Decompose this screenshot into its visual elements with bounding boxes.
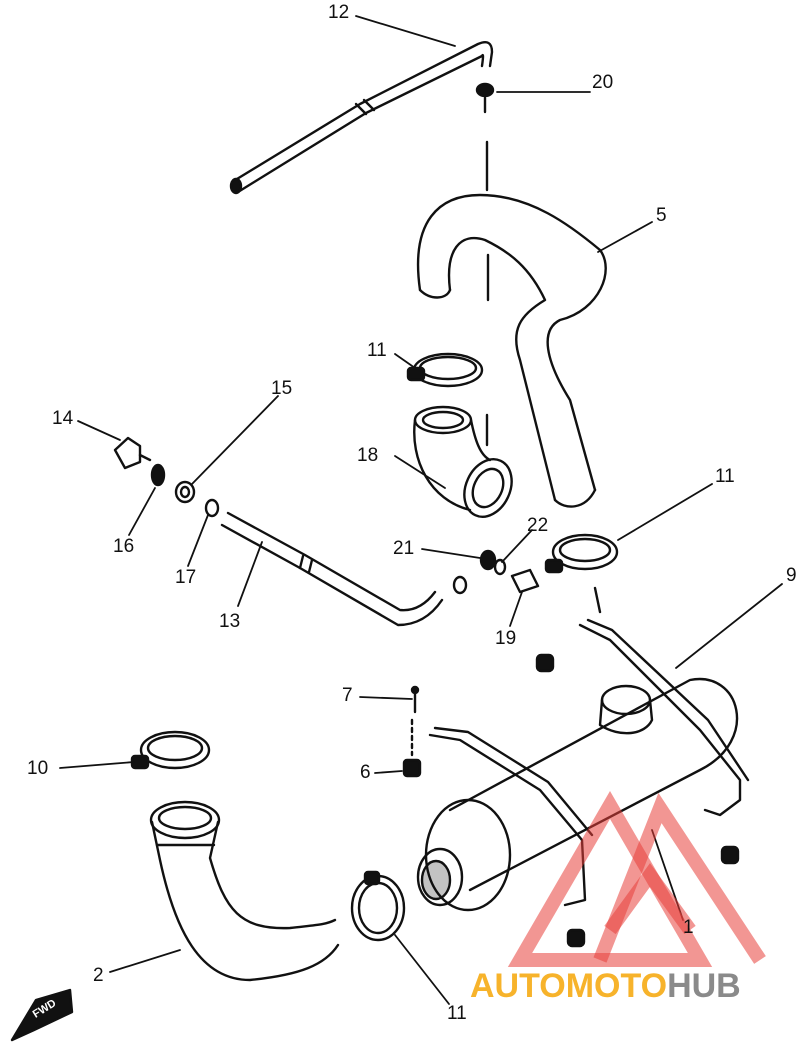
- hose-clamp: [544, 533, 619, 614]
- hose-clamp: [350, 870, 406, 942]
- bolt: [113, 436, 152, 470]
- callout-11-upper: 11: [367, 340, 387, 361]
- cap: [475, 82, 495, 114]
- muffler: [416, 618, 750, 912]
- watermark-part1: AUTOMOTO: [470, 967, 668, 1005]
- nut: [402, 718, 422, 778]
- o-ring: [204, 498, 220, 518]
- callout-6: 6: [360, 762, 371, 783]
- breather-tube: [229, 41, 494, 195]
- spring: [150, 463, 166, 487]
- watermark-text: AUTOMOTOHUB: [470, 967, 741, 1006]
- hose-clamp: [130, 730, 211, 770]
- callout-16: 16: [113, 536, 135, 557]
- callout-11-lower: 11: [447, 1003, 467, 1024]
- screw: [410, 685, 420, 714]
- rubber-mount: [535, 653, 740, 948]
- exhaust-pipe-upper: [416, 193, 607, 508]
- callout-14: 14: [52, 408, 74, 429]
- leader-lines: [59, 15, 783, 1005]
- callout-17: 17: [175, 567, 197, 588]
- callout-9: 9: [786, 565, 797, 586]
- fwd-arrow-icon: [10, 988, 74, 1042]
- callout-12: 12: [328, 2, 350, 23]
- callout-5: 5: [656, 205, 667, 226]
- watermark-logo-icon: [507, 791, 766, 967]
- callout-13: 13: [219, 611, 241, 632]
- callout-15: 15: [271, 378, 293, 399]
- callout-19: 19: [495, 628, 517, 649]
- drain-hose: [220, 511, 468, 627]
- callout-10: 10: [27, 758, 49, 779]
- watermark-part2: HUB: [667, 967, 741, 1005]
- callout-11-right: 11: [715, 466, 735, 487]
- callout-2: 2: [93, 965, 104, 986]
- callout-20: 20: [592, 72, 614, 93]
- callout-7: 7: [342, 685, 353, 706]
- callout-21: 21: [393, 538, 415, 559]
- exhaust-pipe-front: [149, 800, 340, 982]
- callout-1: 1: [683, 917, 694, 938]
- callout-18: 18: [357, 445, 379, 466]
- callout-22: 22: [527, 515, 549, 536]
- gasket: [479, 549, 507, 576]
- stud-bolt: [510, 568, 540, 594]
- elbow-joint: [413, 405, 513, 518]
- hose-clamp: [406, 352, 484, 388]
- washer: [174, 480, 196, 504]
